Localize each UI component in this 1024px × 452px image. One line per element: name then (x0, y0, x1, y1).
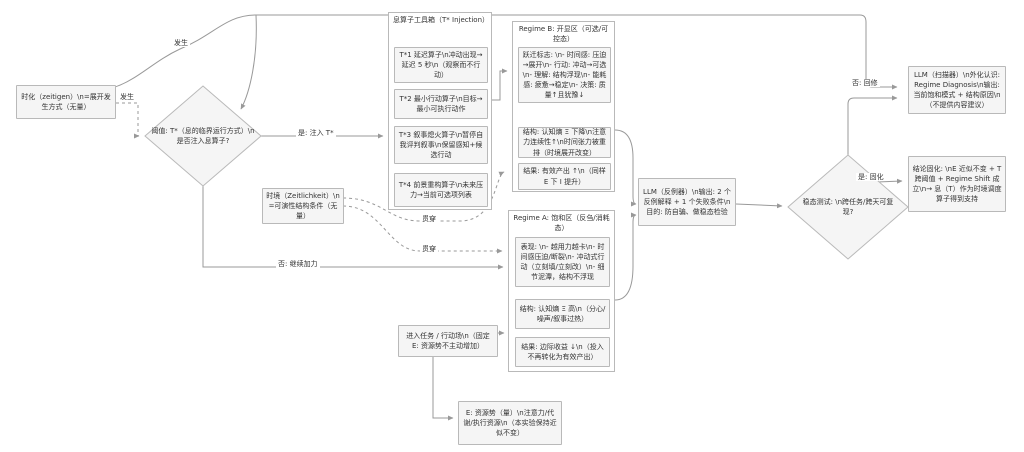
group-operator-toolbox-title: 息算子工具箱（T* Injection） (393, 16, 490, 24)
node-regime-a-structure: 结构: 认知熵 Ξ 高\n（分心/噪声/叙事过热） (515, 299, 610, 329)
decision-threshold: 阈值: T*（息的临界运行方式）\n是否注入息算子? (151, 126, 255, 145)
node-regime-b-markers: 跃迁标志: \n- 时间感: 压迫→展开\n- 行动: 冲动→可选\n- 理解:… (518, 47, 611, 103)
edge-label-occurs-top: 发生 (172, 39, 190, 48)
node-conclusion: 结论固化: \nE 近似不变 + T 跨阈值 + Regime Shift 成立… (908, 156, 1006, 212)
edge-label-pervade-2: 贯穿 (420, 245, 438, 254)
node-resource-potential: E: 资源势（量）\n注意力/代谢/执行资源\n（本实验保持近似不变） (458, 401, 562, 445)
node-zeitlichkeit: 时境（Zeitlichkeit）\n=可演性结构条件（无量） (262, 188, 344, 224)
node-llm-scanner: LLM（扫描器）\n外化认识: Regime Diagnosis\n输出: 当前… (908, 66, 1006, 114)
node-regime-a-symptoms: 表现: \n- 越用力越卡\n- 时间感压迫/断裂\n- 冲动式行动（立刻填/立… (515, 237, 610, 287)
node-operator-t4: T*4 前景重构算子\n未来压力→当前可选项列表 (394, 173, 488, 207)
group-regime-b-title: Regime B: 开显区（可选/可控态） (518, 25, 609, 43)
group-regime-a: Regime A: 饱和区（反刍/消耗态） 表现: \n- 越用力越卡\n- 时… (508, 210, 615, 372)
edge-label-no-continue: 否: 继续加力 (276, 260, 320, 269)
decision-stability-test: 稳态测试: \n跨任务/跨天可复现? (802, 197, 894, 216)
group-operator-toolbox: 息算子工具箱（T* Injection） T*1 延迟算子\n冲动出现→延迟 5… (388, 12, 492, 210)
node-operator-t1: T*1 延迟算子\n冲动出现→延迟 5 秒\n（观察而不行动） (394, 47, 488, 83)
edge-label-pervade-1: 贯穿 (420, 215, 438, 224)
edge-label-no-rework: 否: 回修 (850, 79, 880, 88)
group-regime-b: Regime B: 开显区（可选/可控态） 跃迁标志: \n- 时间感: 压迫→… (512, 21, 615, 192)
node-regime-a-result: 结果: 边际收益 ↓\n（投入不再转化为有效产出） (515, 337, 610, 367)
node-regime-b-result: 结果: 有效产出 ↑\n（同样 E 下 I 提升） (518, 163, 611, 190)
edge-label-yes-inject: 是: 注入 T* (296, 129, 336, 138)
node-llm-counterexample: LLM（反例器）\n输出: 2 个反例解释 + 1 个失败条件\n目的: 防自骗… (638, 178, 736, 226)
edge-label-yes-solidify: 是: 固化 (856, 173, 886, 182)
edge-paths (111, 14, 909, 421)
node-zeitigen: 时化（zeitigen）\n=展开发生方式（无量） (16, 85, 116, 119)
node-operator-t2: T*2 最小行动算子\n目标→最小可执行动作 (394, 89, 488, 119)
node-operator-t3: T*3 叙事熄火算子\n暂停自我评判叙事\n保留感知+候选行动 (394, 126, 488, 164)
group-regime-a-title: Regime A: 饱和区（反刍/消耗态） (513, 214, 610, 232)
node-task-field: 进入任务 / 行动场\n（固定 E: 资源势不主动增加） (398, 325, 498, 357)
node-regime-b-structure: 结构: 认知熵 Ξ 下降\n注意力连续性↑\n时间张力被重排（时境展开改变） (518, 127, 611, 158)
edge-label-occurs-left: 发生 (118, 93, 136, 102)
